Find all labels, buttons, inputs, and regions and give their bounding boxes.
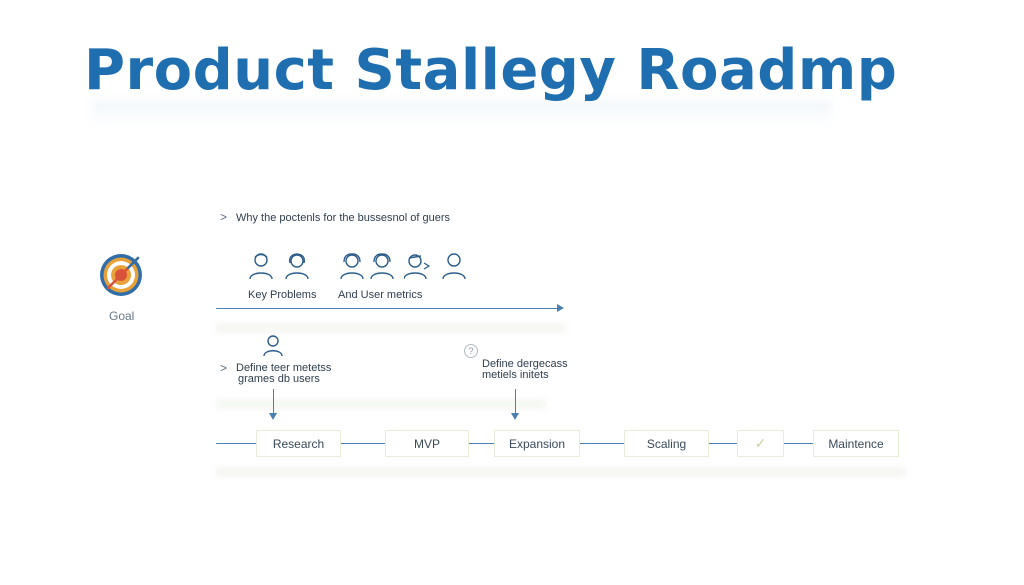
- stage-research[interactable]: Research: [256, 430, 341, 457]
- key-problems-label: Key Problems: [248, 289, 317, 301]
- flow-arrow: [216, 304, 564, 312]
- user-icon: [441, 251, 467, 281]
- chevron-right-icon: >: [220, 361, 228, 375]
- timeline-line: [216, 443, 256, 444]
- timeline-line: [469, 443, 494, 444]
- target-icon: [98, 252, 144, 298]
- down-arrow: [511, 389, 519, 420]
- chevron-right-icon: >: [220, 210, 228, 224]
- faint-row: [216, 323, 566, 333]
- define-text-line-1: Define teer metetss: [236, 362, 332, 374]
- stage-scaling[interactable]: Scaling: [624, 430, 709, 457]
- timeline-line: [341, 443, 385, 444]
- user-presenter-icon: [403, 251, 431, 281]
- check-icon[interactable]: ✓: [737, 430, 784, 457]
- title-reflection: [92, 100, 832, 128]
- stage-maintenance[interactable]: Maintence: [813, 430, 899, 457]
- timeline-line: [580, 443, 624, 444]
- stage-expansion[interactable]: Expansion: [494, 430, 580, 457]
- stage-mvp[interactable]: MVP: [385, 430, 469, 457]
- goal-label: Goal: [109, 309, 135, 323]
- user-icon: [248, 251, 274, 281]
- section-heading: Why the poctenls for the bussesnol of gu…: [236, 212, 451, 224]
- timeline-line: [784, 443, 813, 444]
- faint-row: [216, 467, 906, 477]
- user-metrics-label: And User metrics: [338, 289, 423, 301]
- timeline-line: [709, 443, 737, 444]
- define-right-line-1: Define dergecass: [482, 358, 568, 370]
- support-agent-icon: [339, 251, 365, 281]
- page-title: Product Stallegy Roadmp: [84, 38, 898, 103]
- support-agent-icon: [369, 251, 395, 281]
- define-text-line-2: grames db users: [238, 373, 320, 385]
- question-icon: ?: [464, 344, 478, 358]
- faint-row: [216, 399, 546, 409]
- woman-icon: [284, 251, 310, 281]
- user-icon: [262, 334, 284, 358]
- down-arrow: [269, 389, 277, 420]
- define-right-line-2: metiels initets: [482, 369, 549, 381]
